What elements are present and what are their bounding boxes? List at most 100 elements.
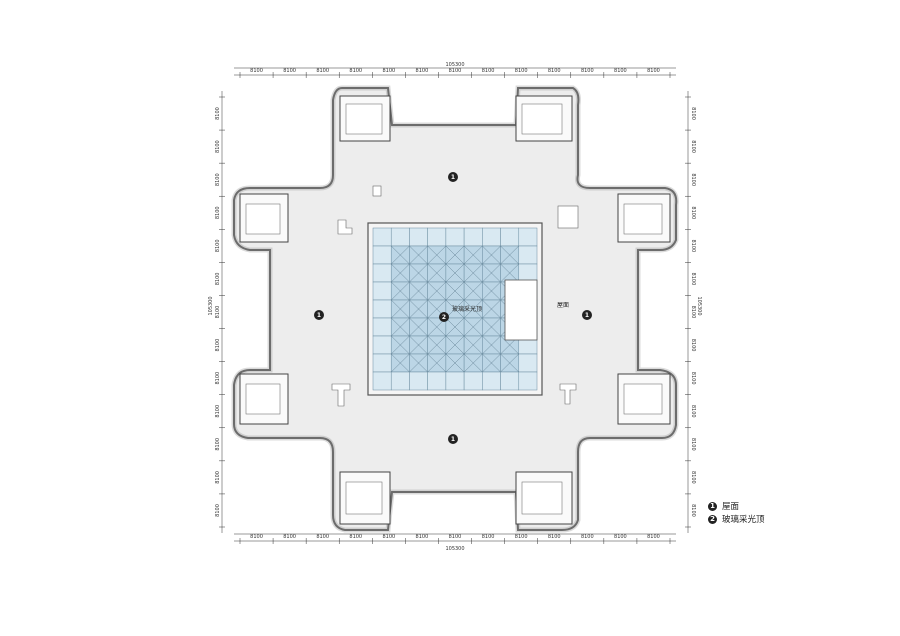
glass-pane bbox=[500, 227, 520, 247]
label-skylight: 玻璃采光顶 bbox=[452, 305, 482, 313]
dim-bottom-label: 8100 bbox=[250, 534, 263, 540]
glass-pane bbox=[372, 245, 392, 265]
glass-brace bbox=[482, 353, 501, 373]
dim-bottom-label: 8100 bbox=[482, 534, 495, 540]
dim-right-label: 8100 bbox=[690, 471, 696, 484]
glass-pane bbox=[372, 263, 392, 283]
glass-pane bbox=[390, 371, 410, 391]
glass-brace bbox=[427, 263, 447, 283]
glass-pane bbox=[463, 227, 483, 247]
glass-pane bbox=[463, 371, 483, 391]
glass-pane bbox=[518, 245, 538, 265]
core-w-lower bbox=[239, 373, 289, 425]
glass-brace bbox=[463, 317, 483, 337]
dim-left-label: 8100 bbox=[215, 107, 221, 120]
dim-top-label: 8100 bbox=[250, 68, 263, 74]
dim-top-label: 8100 bbox=[449, 68, 462, 74]
marker-roof-west: 1 bbox=[314, 310, 324, 320]
dim-top-label: 8100 bbox=[548, 68, 561, 74]
dim-right-label: 8100 bbox=[690, 405, 696, 418]
label-roof: 屋面 bbox=[557, 302, 569, 309]
core-nw bbox=[339, 95, 391, 142]
glass-brace bbox=[409, 317, 428, 337]
glass-brace bbox=[463, 299, 483, 319]
glass-brace bbox=[482, 245, 501, 265]
dim-bottom-label: 8100 bbox=[515, 534, 528, 540]
dimension-chain-left: 8100810081008100810081008100810081008100… bbox=[215, 91, 225, 533]
glass-pane bbox=[518, 353, 538, 373]
glass-brace bbox=[482, 263, 501, 283]
glass-brace bbox=[427, 353, 447, 373]
dim-bottom-label: 8100 bbox=[416, 534, 429, 540]
dim-right-label: 8100 bbox=[690, 438, 696, 451]
glass-pane bbox=[500, 371, 520, 391]
glass-brace bbox=[427, 299, 447, 319]
glass-pane bbox=[372, 317, 392, 337]
glass-brace bbox=[391, 263, 410, 283]
dim-right-label: 8100 bbox=[690, 504, 696, 517]
dim-top-label: 8100 bbox=[283, 68, 296, 74]
glass-pane bbox=[372, 281, 392, 301]
roof-hatch bbox=[557, 205, 579, 229]
dim-left-label: 8100 bbox=[215, 504, 221, 517]
glass-brace bbox=[463, 281, 483, 301]
skylight-cutout bbox=[504, 279, 538, 341]
dim-left-label: 8100 bbox=[215, 438, 221, 451]
dim-right-label: 8100 bbox=[690, 273, 696, 286]
core-se bbox=[515, 471, 573, 525]
dim-right-label: 8100 bbox=[690, 107, 696, 120]
glass-brace bbox=[391, 281, 410, 301]
glass-brace bbox=[445, 353, 465, 373]
dim-right-label: 8100 bbox=[690, 372, 696, 385]
glass-brace bbox=[500, 263, 519, 283]
marker-roof-east: 1 bbox=[582, 310, 592, 320]
legend: 1 屋面 2 玻璃采光顶 bbox=[708, 500, 765, 526]
glass-brace bbox=[445, 263, 465, 283]
roof-fixture-se bbox=[559, 383, 577, 405]
dim-bottom-label: 8100 bbox=[283, 534, 296, 540]
glass-pane bbox=[372, 371, 392, 391]
glass-pane bbox=[427, 371, 447, 391]
dim-top-label: 8100 bbox=[515, 68, 528, 74]
glass-pane bbox=[482, 227, 501, 247]
glass-brace bbox=[482, 281, 501, 301]
dim-bottom-label: 8100 bbox=[349, 534, 362, 540]
legend-badge: 2 bbox=[708, 514, 717, 524]
dim-right-label: 8100 bbox=[690, 173, 696, 186]
glass-brace bbox=[427, 281, 447, 301]
dim-bottom-label: 8100 bbox=[614, 534, 627, 540]
dim-top-label: 8100 bbox=[581, 68, 594, 74]
overall-dimension-left: 105300 bbox=[208, 296, 214, 315]
dim-left-label: 8100 bbox=[215, 140, 221, 153]
dim-left-label: 8100 bbox=[215, 372, 221, 385]
legend-text: 屋面 bbox=[722, 502, 740, 512]
glass-brace bbox=[409, 335, 428, 355]
marker-roof-south: 1 bbox=[448, 434, 458, 444]
glass-brace bbox=[445, 317, 465, 337]
glass-pane bbox=[372, 353, 392, 373]
dim-top-label: 8100 bbox=[316, 68, 329, 74]
dim-left-label: 8100 bbox=[215, 239, 221, 252]
dim-bottom-label: 8100 bbox=[449, 534, 462, 540]
dim-top-label: 8100 bbox=[416, 68, 429, 74]
dim-left-label: 8100 bbox=[215, 405, 221, 418]
legend-item: 1 屋面 bbox=[708, 500, 765, 512]
glass-brace bbox=[391, 299, 410, 319]
roof-fixture-nw bbox=[337, 219, 353, 235]
marker-roof-north: 1 bbox=[448, 172, 458, 182]
dimension-chain-right: 8100810081008100810081008100810081008100… bbox=[685, 91, 696, 533]
glass-brace bbox=[409, 263, 428, 283]
overall-dimension-right: 105300 bbox=[696, 296, 702, 315]
glass-brace bbox=[409, 245, 428, 265]
glass-brace bbox=[391, 335, 410, 355]
glass-pane bbox=[518, 371, 538, 391]
dim-top-label: 8100 bbox=[349, 68, 362, 74]
dim-right-label: 8100 bbox=[690, 339, 696, 352]
glass-brace bbox=[500, 245, 519, 265]
svg-text:1: 1 bbox=[317, 312, 321, 319]
glass-brace bbox=[463, 353, 483, 373]
roof-fixture-sw bbox=[331, 383, 351, 407]
core-e-lower bbox=[617, 373, 671, 425]
overall-dimension-bottom: 105300 bbox=[445, 546, 464, 552]
glass-brace bbox=[463, 263, 483, 283]
